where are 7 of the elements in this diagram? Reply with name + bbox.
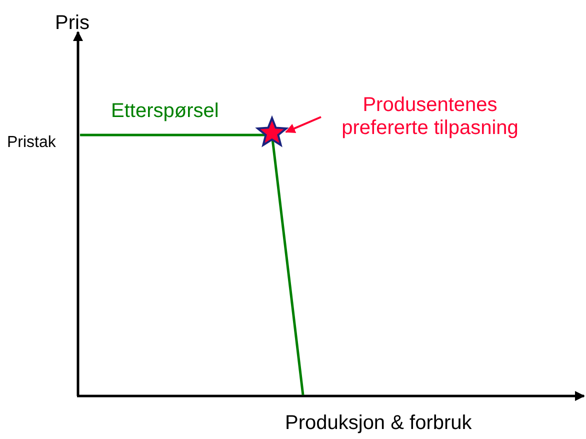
axis-title: Produksjon & forbruk	[285, 412, 472, 435]
curve-label: Etterspørsel	[111, 100, 219, 123]
star-marker	[255, 115, 289, 148]
axis-label: Pristak	[7, 134, 56, 152]
axis-title: Pris	[55, 12, 90, 35]
pointer-arrow	[285, 116, 322, 134]
annotation-text: Produsentenes prefererte tilpasning	[320, 94, 540, 140]
